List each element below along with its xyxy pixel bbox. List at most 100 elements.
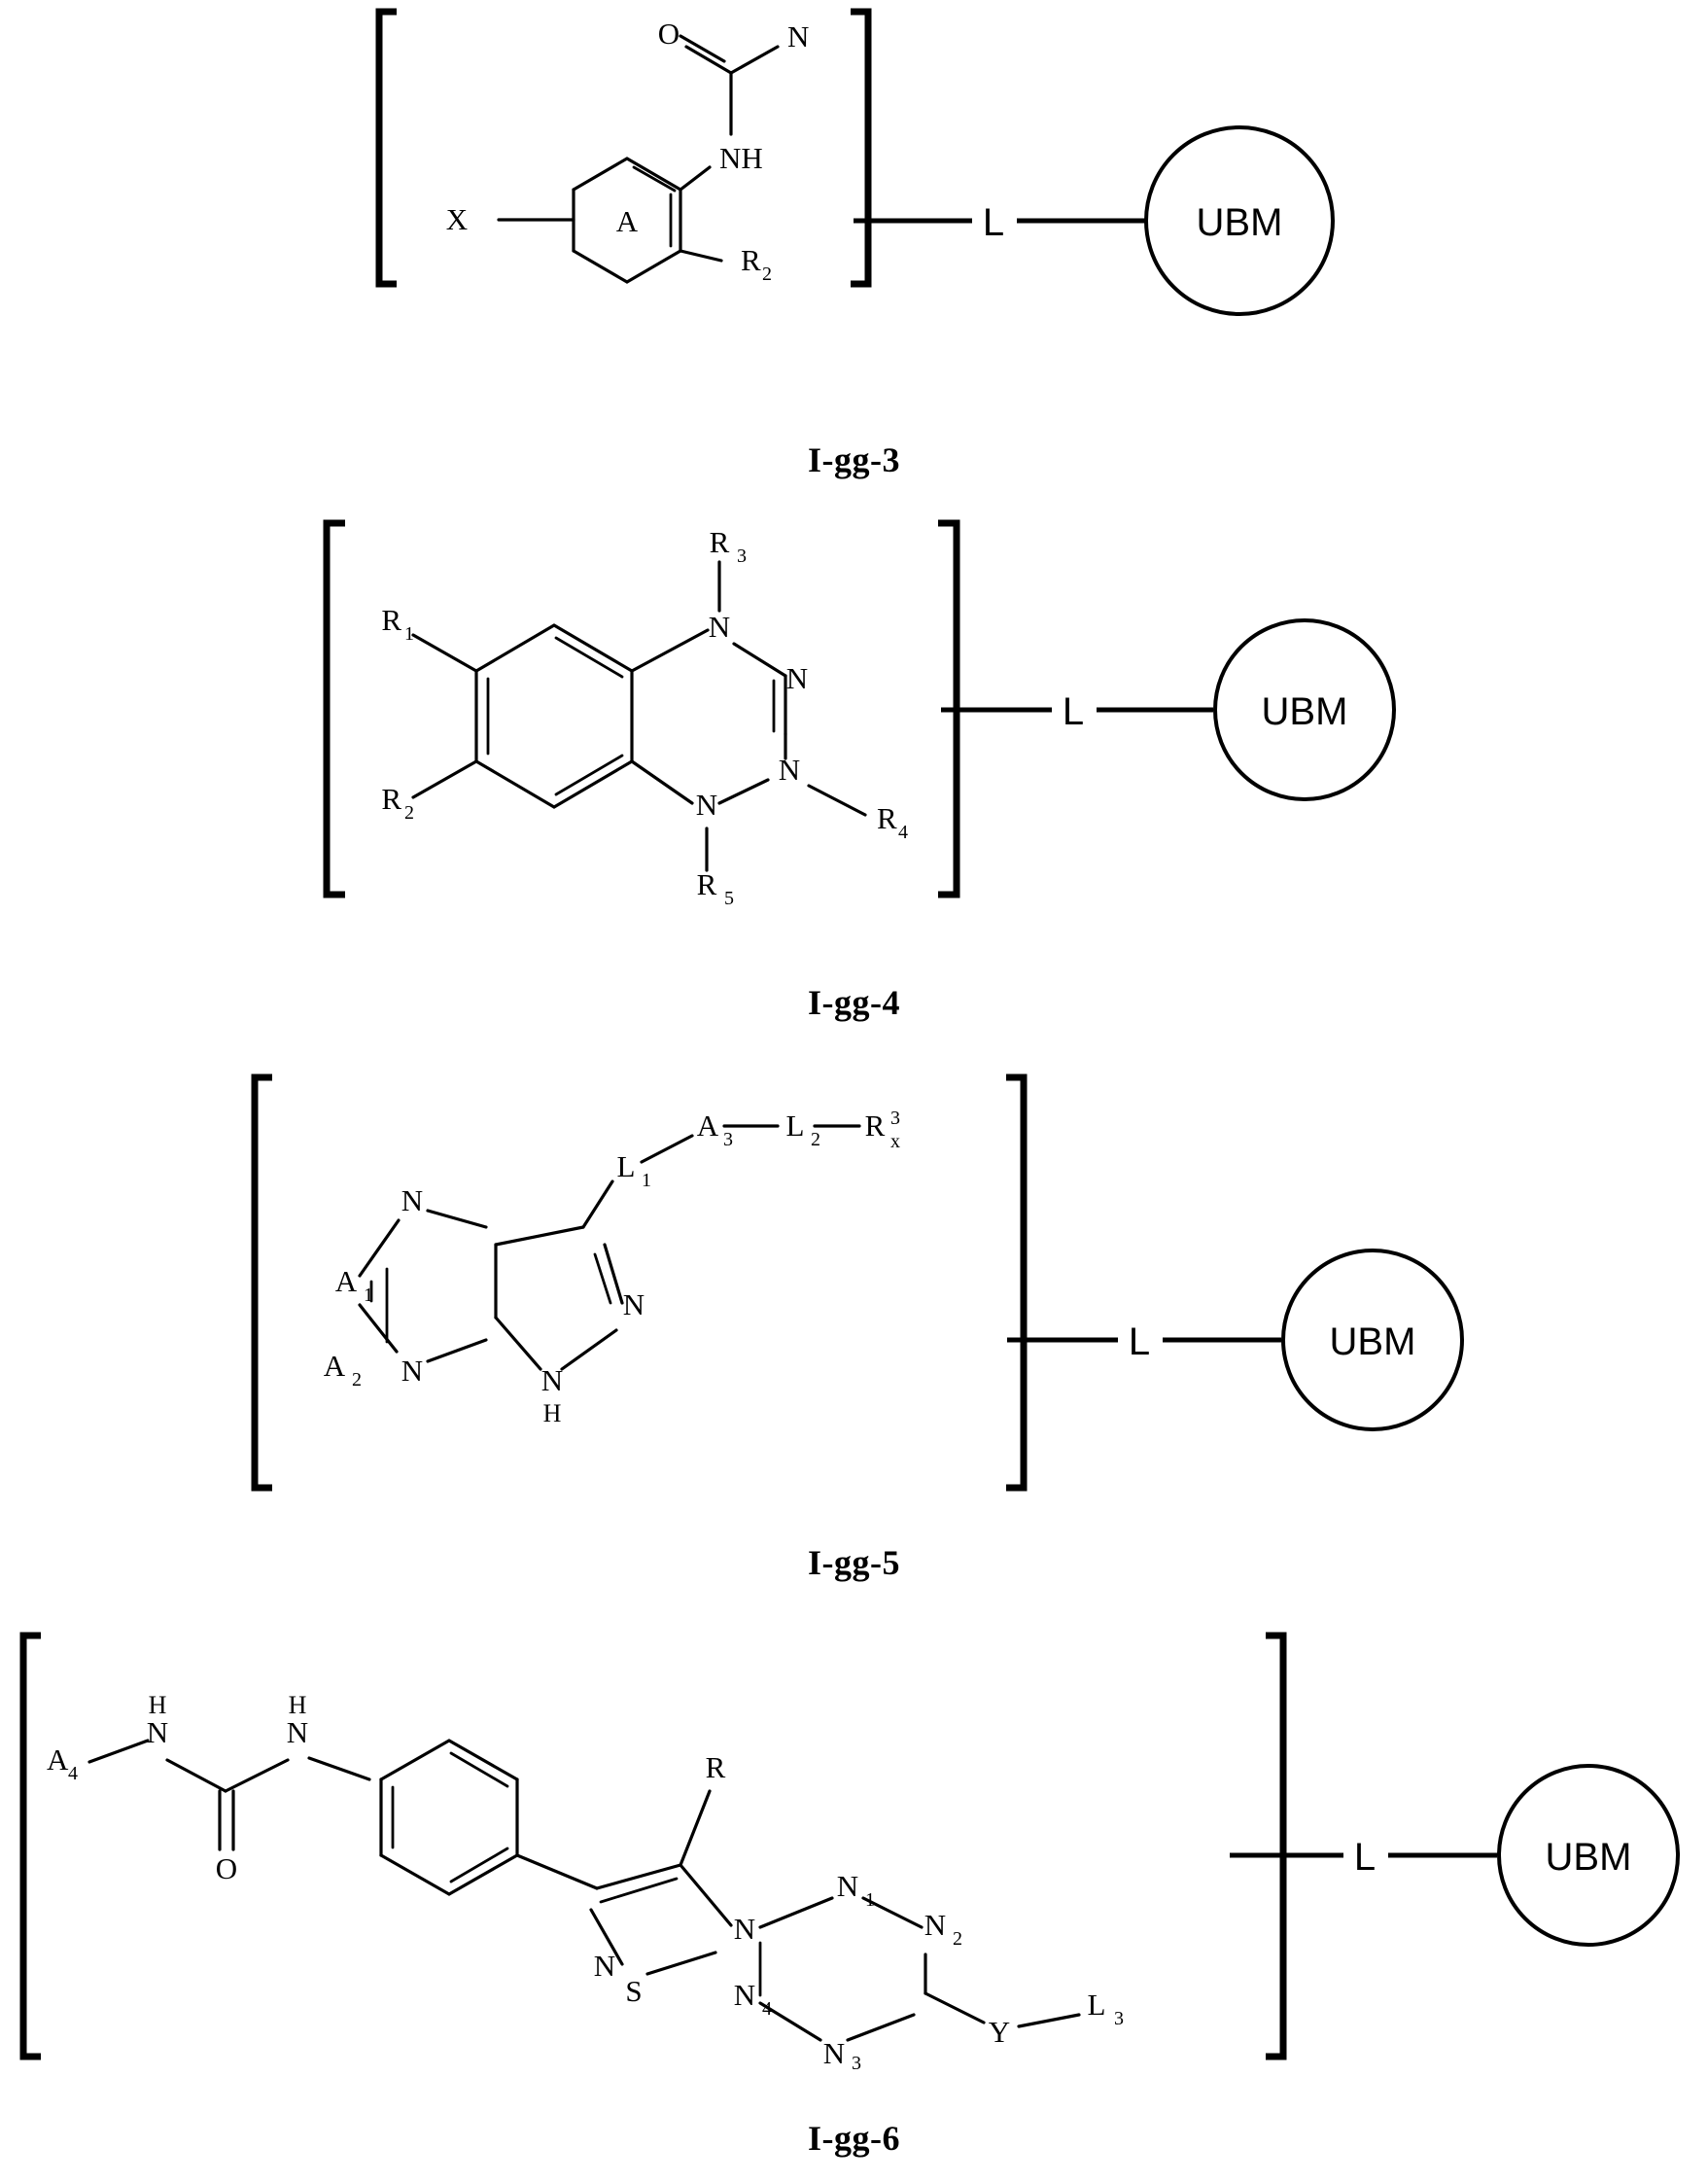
atom-label-n-ring2: N — [401, 1354, 423, 1388]
atom-label-a1-subscript: 1 — [364, 1285, 373, 1306]
caption-i-gg-3: I-gg-3 — [808, 440, 900, 479]
r2-substituent-i-gg-4: R 2 — [381, 759, 478, 824]
structure-i-gg-4: R 1 R 2 N R — [0, 506, 1708, 914]
atom-label-r2-subscript: 2 — [404, 802, 414, 824]
atom-label-y: Y — [989, 2015, 1010, 2049]
pyrazole-ring-i-gg-5 — [494, 1225, 624, 1371]
atom-label-n-tri2-subscript: 2 — [953, 1928, 962, 1950]
atom-label-nh-nitrogen: N — [541, 1363, 563, 1397]
atom-label-n-tri4: N — [734, 1978, 755, 2012]
benzo-ring-i-gg-4 — [474, 623, 634, 809]
atom-label-nh-hydrogen: H — [543, 1399, 562, 1427]
close-bracket-i-gg-6 — [1266, 1632, 1287, 2060]
atom-label-n-ring1: N — [401, 1183, 423, 1217]
atom-label-l3: L — [1088, 1988, 1106, 2022]
atom-label-l3-subscript: 3 — [1114, 2008, 1124, 2029]
pyrimidine-ring-i-gg-5 — [358, 1209, 498, 1363]
ubm-label: UBM — [1262, 690, 1348, 733]
atom-label-l2: L — [786, 1109, 805, 1143]
close-bracket-i-gg-5 — [1006, 1073, 1028, 1492]
atom-label-a2: A — [324, 1349, 346, 1383]
ubm-node-i-gg-5: UBM — [1281, 1249, 1464, 1431]
atom-label-l1: L — [617, 1149, 636, 1183]
atom-label-carbonyl-oxygen: O — [216, 1851, 237, 1885]
atom-label-a4-subscript: 4 — [68, 1763, 78, 1784]
phenylene-ring-i-gg-6 — [379, 1739, 519, 1896]
atom-label-r2: R — [741, 243, 761, 277]
amide-backbone-i-gg-3 — [679, 34, 780, 136]
atom-label-r5-subscript: 5 — [724, 888, 734, 909]
ubm-label: UBM — [1546, 1836, 1632, 1879]
atom-label-nh-right-nitrogen: N — [287, 1715, 308, 1749]
close-bracket-i-gg-3 — [851, 8, 872, 288]
atom-label-r3-subscript: x — [890, 1131, 900, 1152]
atom-label-n1: N — [709, 610, 730, 644]
atom-label-n-tri1-subscript: 1 — [865, 1889, 875, 1911]
structure-i-gg-3-drawing: X A R 2 NH — [375, 8, 1335, 316]
open-bracket-i-gg-3 — [375, 8, 397, 288]
triazine-ring-i-gg-6 — [758, 1896, 927, 2042]
linker-label-l: L — [1129, 1320, 1150, 1363]
ubm-node-i-gg-4: UBM — [1213, 618, 1396, 801]
structure-i-gg-5: A 1 N N A 2 N N H — [0, 1060, 1708, 1497]
atom-label-r4-subscript: 4 — [898, 822, 908, 843]
atom-label-n-tri2: N — [924, 1908, 946, 1942]
atom-label-n-tri1: N — [837, 1869, 858, 1903]
atom-label-a1: A — [335, 1264, 358, 1298]
open-bracket-i-gg-4 — [323, 519, 345, 898]
nh-group-i-gg-3: NH — [679, 141, 763, 192]
atom-label-r3: R — [710, 525, 730, 559]
atom-label-r1-subscript: 1 — [404, 623, 414, 645]
open-bracket-i-gg-6 — [19, 1632, 41, 2060]
atom-label-n-tri4-subscript: 4 — [762, 1998, 772, 2020]
linker-label-l: L — [983, 201, 1004, 244]
linker-label-l: L — [1354, 1836, 1376, 1879]
urea-group-i-gg-6 — [87, 1739, 371, 1851]
ubm-node-i-gg-6: UBM — [1497, 1764, 1680, 1947]
atom-label-n-pyrazole: N — [623, 1287, 645, 1321]
ubm-label: UBM — [1330, 1320, 1416, 1363]
fused-ring-i-gg-4 — [630, 628, 787, 805]
atom-label-r1: R — [381, 603, 401, 637]
atom-label-n2: N — [786, 661, 808, 695]
r1-substituent-i-gg-4: R 1 — [381, 603, 478, 673]
caption-i-gg-4: I-gg-4 — [808, 983, 900, 1022]
n3-r4-bond — [807, 784, 867, 817]
atom-label-nh-right-hydrogen: H — [289, 1691, 307, 1719]
atom-label-x: X — [446, 202, 468, 236]
atom-label-thiazole-nitrogen: N — [594, 1949, 615, 1983]
atom-label-thiazole-sulfur: S — [625, 1974, 642, 2008]
structure-i-gg-6: A 4 N H O N H — [0, 1614, 1708, 2071]
ring-a-i-gg-3 — [572, 157, 682, 284]
r2-substituent-i-gg-3: R 2 — [679, 243, 772, 285]
atom-label-r3: R — [865, 1109, 886, 1143]
ubm-circle — [1213, 618, 1396, 801]
y-l3-tail-i-gg-6 — [924, 1991, 1081, 2028]
atom-label-bridge-nitrogen: N — [734, 1912, 755, 1946]
atom-label-r3-subscript: 3 — [737, 546, 747, 567]
linker-label-l: L — [1063, 690, 1084, 733]
atom-label-l2-subscript: 2 — [811, 1129, 820, 1150]
substituent-chain-i-gg-5 — [581, 1124, 861, 1229]
ubm-circle — [1497, 1764, 1680, 1947]
atom-label-n4: N — [696, 788, 717, 822]
atom-label-r4: R — [877, 801, 897, 835]
atom-label-a3-subscript: 3 — [723, 1129, 733, 1150]
ring-label-a: A — [616, 204, 639, 238]
aryl-thiazole-bond — [515, 1853, 599, 1890]
atom-label-a2-subscript: 2 — [352, 1369, 362, 1390]
atom-label-r5: R — [697, 867, 717, 901]
x-substituent-i-gg-3: X — [446, 202, 575, 236]
atom-label-l1-subscript: 1 — [642, 1170, 651, 1191]
atom-label-a3: A — [697, 1109, 719, 1143]
structure-i-gg-3: X A R 2 NH — [0, 0, 1708, 321]
atom-label-r3-superscript: 3 — [890, 1108, 900, 1129]
ubm-node-i-gg-3: UBM — [1144, 125, 1335, 316]
atom-label-amide-nitrogen: N — [787, 19, 809, 53]
atom-label-r: R — [706, 1750, 726, 1784]
r-substituent-i-gg-6: R — [679, 1750, 726, 1867]
atom-label-n-tri3-subscript: 3 — [852, 2053, 861, 2071]
thiazole-ring-i-gg-6 — [589, 1863, 733, 1976]
atom-label-nh-left-hydrogen: H — [149, 1691, 167, 1719]
